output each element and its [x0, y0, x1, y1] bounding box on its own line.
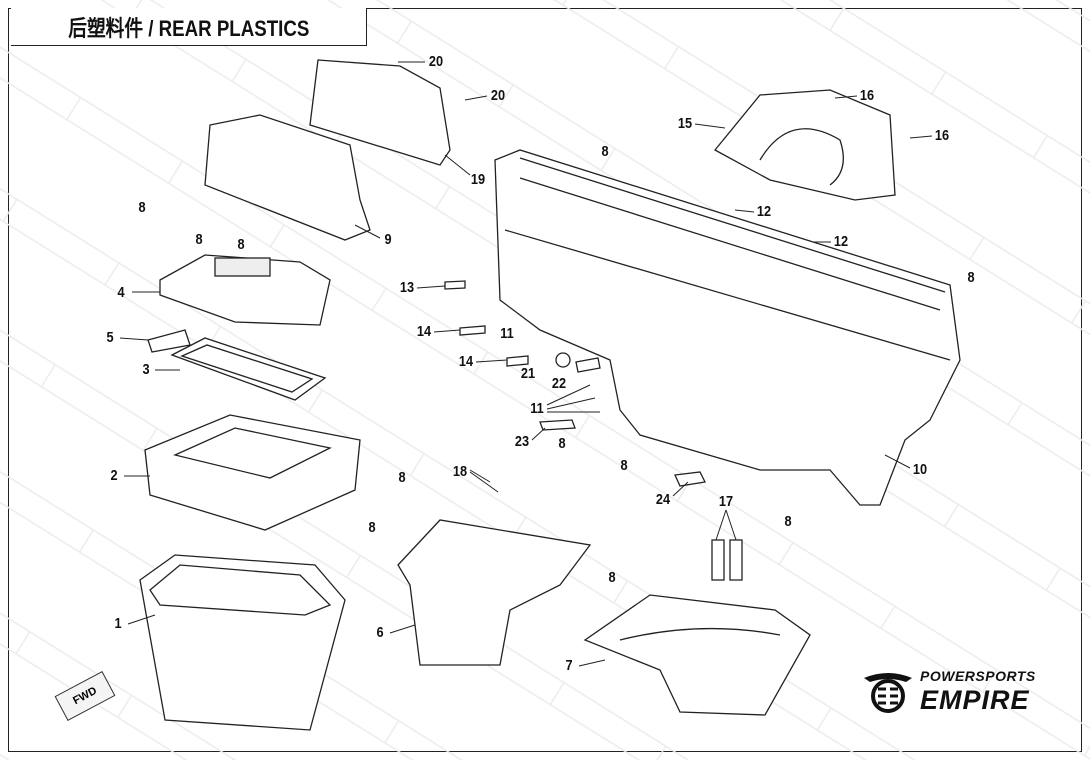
part-14a [459, 325, 486, 336]
callout-11: 11 [500, 325, 514, 342]
callout-1: 1 [114, 615, 122, 632]
part-19 [309, 59, 451, 166]
callout-20: 20 [428, 53, 444, 70]
part-10 [494, 149, 961, 506]
callout-8: 8 [195, 231, 203, 248]
callout-8: 8 [967, 269, 975, 286]
title-box: 后塑料件 / REAR PLASTICS [11, 8, 367, 46]
callout-14: 14 [458, 353, 474, 370]
part-9 [204, 114, 371, 241]
callout-6: 6 [376, 624, 384, 641]
part-4-handle [214, 257, 271, 277]
callout-17: 17 [718, 493, 734, 510]
callout-16: 16 [934, 127, 950, 144]
callout-16: 16 [859, 87, 875, 104]
callout-8: 8 [398, 469, 406, 486]
callout-23: 23 [514, 433, 530, 450]
callout-8: 8 [237, 236, 245, 253]
callout-2: 2 [110, 467, 118, 484]
callout-5: 5 [106, 329, 114, 346]
callout-8: 8 [368, 519, 376, 536]
part-13 [444, 280, 466, 290]
callout-3: 3 [142, 361, 150, 378]
callout-12: 12 [756, 203, 772, 220]
part-6 [397, 519, 592, 666]
callout-22: 22 [551, 375, 567, 392]
brand-logo: POWERSPORTS EMPIRE [862, 668, 1036, 716]
callout-12: 12 [833, 233, 849, 250]
part-7 [583, 594, 811, 716]
callout-11: 11 [530, 400, 544, 417]
part-4 [159, 254, 331, 326]
callout-7: 7 [565, 657, 573, 674]
logo-emblem-icon [864, 673, 912, 713]
part-17a [711, 539, 725, 581]
part-23 [539, 419, 576, 431]
callout-8: 8 [608, 569, 616, 586]
part-17b [729, 539, 743, 581]
part-15 [714, 89, 896, 201]
page-title: 后塑料件 / REAR PLASTICS [67, 15, 310, 41]
callout-24: 24 [655, 491, 671, 508]
callout-9: 9 [384, 231, 392, 248]
callout-4: 4 [117, 284, 125, 301]
part-21 [555, 352, 571, 368]
logo-line2: EMPIRE [920, 685, 1030, 715]
part-14b [506, 355, 529, 367]
fwd-label: FWD [71, 684, 99, 708]
logo-line1: POWERSPORTS [920, 668, 1036, 684]
part-22 [575, 357, 601, 373]
callout-10: 10 [912, 461, 928, 478]
part-1 [139, 554, 346, 731]
part-24 [674, 471, 706, 487]
callout-8: 8 [601, 143, 609, 160]
callout-13: 13 [399, 279, 415, 296]
part-3 [170, 337, 327, 401]
callout-20: 20 [490, 87, 506, 104]
callout-14: 14 [416, 323, 432, 340]
callout-8: 8 [138, 199, 146, 216]
callout-8: 8 [784, 513, 792, 530]
callout-8: 8 [558, 435, 566, 452]
callout-18: 18 [452, 463, 468, 480]
callout-19: 19 [470, 171, 486, 188]
callout-15: 15 [677, 115, 693, 132]
callout-8: 8 [620, 457, 628, 474]
callout-21: 21 [520, 365, 536, 382]
